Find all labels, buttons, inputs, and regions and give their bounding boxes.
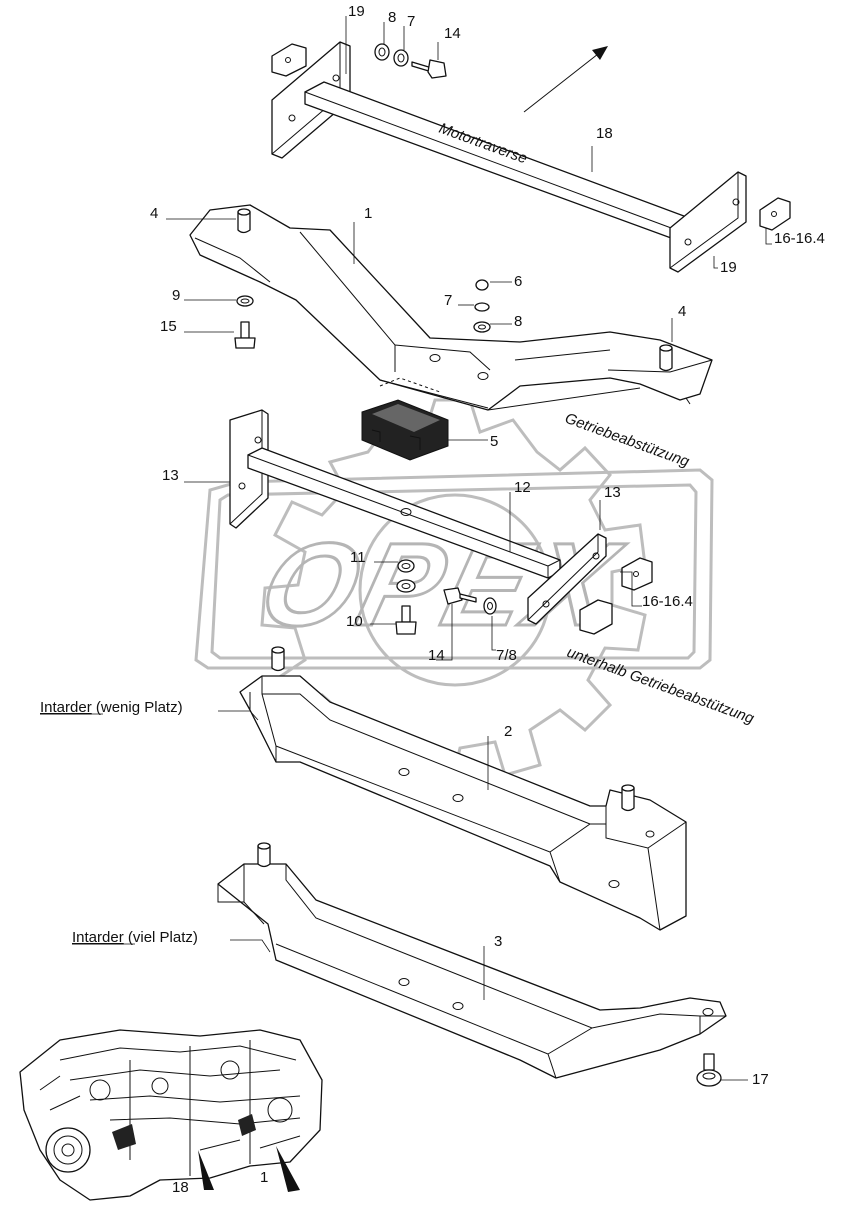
intarder-wenig-rest: (wenig Platz) <box>92 699 183 716</box>
part-5-rubber-mount <box>361 377 449 461</box>
callout-6: 6 <box>514 273 522 290</box>
intarder-viel-platz-caption: Intarder (viel Platz) <box>72 929 198 946</box>
callout-19-top: 19 <box>348 3 365 20</box>
callout-15: 15 <box>160 318 177 335</box>
part-12-transmission-support <box>229 409 653 635</box>
callout-8-mid: 8 <box>514 313 522 330</box>
callout-1-engine: 1 <box>260 1169 268 1186</box>
intarder-wenig-word: Intarder <box>40 699 92 716</box>
engine-assembly-sketch <box>19 1029 323 1201</box>
callout-2: 2 <box>504 723 512 740</box>
callout-17: 17 <box>752 1071 769 1088</box>
intarder-wenig-platz-caption: Intarder (wenig Platz) <box>40 699 183 716</box>
callout-19-right: 19 <box>720 259 737 276</box>
callout-4-left: 4 <box>150 205 158 222</box>
callout-16-top: 16-16.4 <box>774 230 825 247</box>
callout-14-bottom: 14 <box>428 647 445 664</box>
callout-18: 18 <box>596 125 613 142</box>
intarder-viel-rest: (viel Platz) <box>124 929 198 946</box>
callout-7-top: 7 <box>407 13 415 30</box>
callout-1: 1 <box>364 205 372 222</box>
callout-7-mid: 7 <box>444 292 452 309</box>
callout-18-engine: 18 <box>172 1179 189 1196</box>
callout-14-top: 14 <box>444 25 461 42</box>
callout-9: 9 <box>172 287 180 304</box>
callout-10: 10 <box>346 613 363 630</box>
callout-8-top: 8 <box>388 9 396 26</box>
intarder-viel-word: Intarder <box>72 929 124 946</box>
callout-13-right: 13 <box>604 484 621 501</box>
callout-3: 3 <box>494 933 502 950</box>
motortraverse-crossmember: Motortraverse <box>271 41 791 273</box>
direction-arrow <box>523 46 608 113</box>
callout-labels: 19 8 7 14 18 4 1 16-16.4 19 6 9 7 4 15 8… <box>150 3 825 1196</box>
leader-lines <box>166 16 772 1081</box>
getriebeabstuetzung-label: Getriebeabstützung <box>563 410 692 471</box>
callout-13-left: 13 <box>162 467 179 484</box>
callout-7-8: 7/8 <box>496 647 517 664</box>
callout-16-bottom: 16-16.4 <box>642 593 693 610</box>
callout-4-right: 4 <box>678 303 686 320</box>
part-2-intarder-bracket <box>239 646 687 931</box>
callout-11: 11 <box>350 549 366 566</box>
callout-12: 12 <box>514 479 531 496</box>
callout-5: 5 <box>490 433 498 450</box>
part-1-bracket <box>189 204 713 411</box>
part-3-intarder-bracket <box>217 842 727 1087</box>
